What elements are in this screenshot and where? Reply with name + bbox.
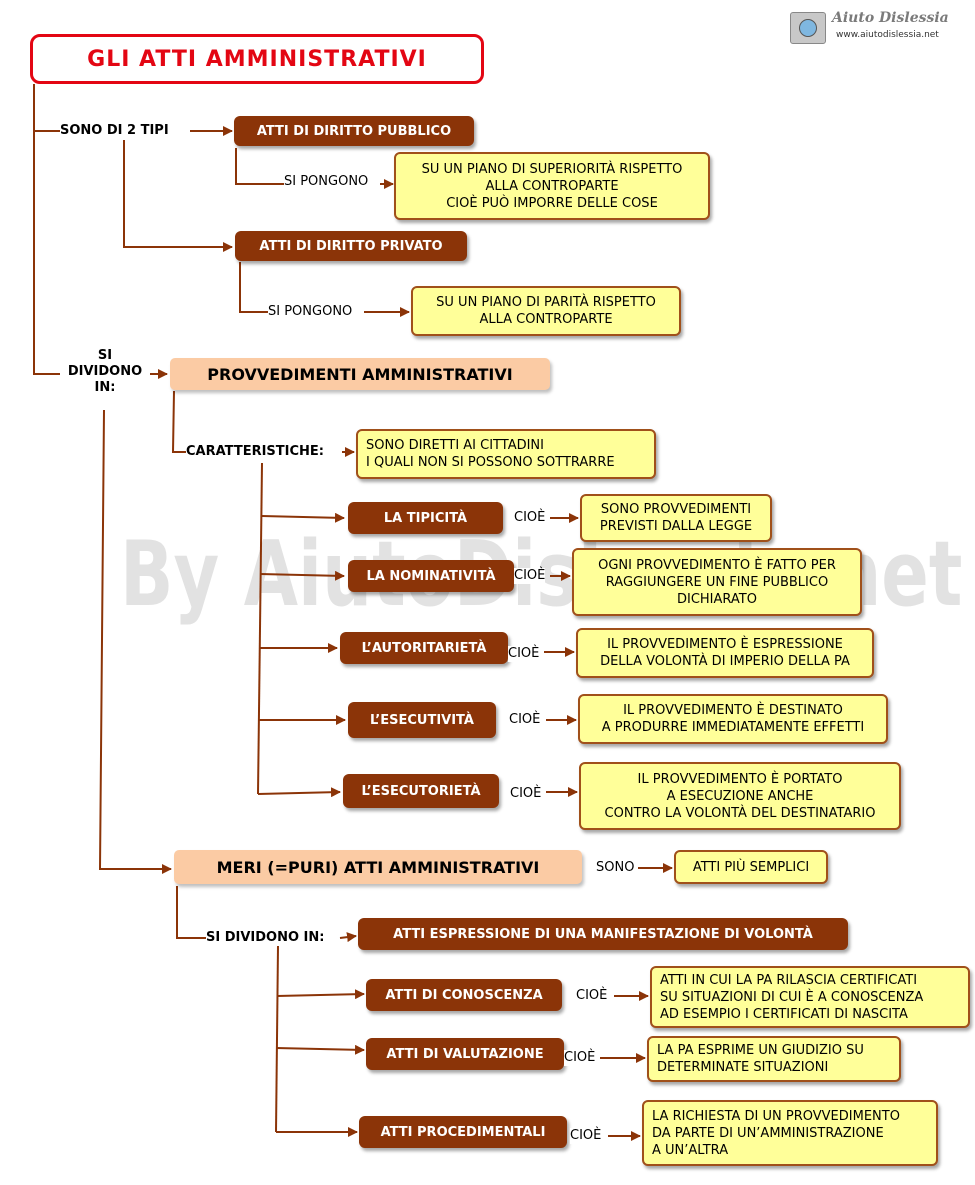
feature-desc-1: SONO PROVVEDIMENTI PREVISTI DALLA LEGGE [580,494,772,542]
connector-public-branch [235,148,284,185]
meri-desc-box: ATTI PIÙ SEMPLICI [674,850,828,884]
logo-url: www.aiutodislessia.net [836,30,939,40]
logo-name: Aiuto Dislessia [832,10,949,26]
public-acts-box: ATTI DI DIRITTO PUBBLICO [234,116,474,146]
meri-atti-box: MERI (=PURI) ATTI AMMINISTRATIVI [174,850,582,884]
feature-item-nominativita: LA NOMINATIVITÀ [348,560,514,592]
public-desc-box: SU UN PIANO DI SUPERIORITÀ RISPETTO ALLA… [394,152,710,220]
connector-to-meri-1 [276,989,365,1000]
book-globe-icon [790,12,826,44]
meri-desc-2: LA PA ESPRIME UN GIUDIZIO SU DETERMINATE… [647,1036,901,1082]
meri-division-label: SI DIVIDONO IN: [206,930,325,946]
meri-item-conoscenza: ATTI DI CONOSCENZA [366,979,562,1011]
connector-to-item-2 [259,570,345,581]
feature-relation-1: CIOÈ [514,510,546,526]
feature-desc-5: IL PROVVEDIMENTO È PORTATO A ESECUZIONE … [579,762,901,830]
feature-relation-5: CIOÈ [510,786,542,802]
private-acts-box: ATTI DI DIRITTO PRIVATO [235,231,467,261]
provvedimenti-box: PROVVEDIMENTI AMMINISTRATIVI [170,358,550,390]
connector-to-item-5 [257,787,341,798]
features-desc-box: SONO DIRETTI AI CITTADINI I QUALI NON SI… [356,429,656,479]
feature-relation-3: CIOÈ [508,646,540,662]
connector-main-trunk [33,84,60,375]
public-relation: SI PONGONO [284,174,369,190]
feature-desc-3: IL PROVVEDIMENTO È ESPRESSIONE DELLA VOL… [576,628,874,678]
meri-desc-3: LA RICHIESTA DI UN PROVVEDIMENTO DA PART… [642,1100,938,1166]
meri-relation-3: CIOÈ [570,1128,602,1144]
feature-relation-4: CIOÈ [509,712,541,728]
meri-item-procedimentali: ATTI PROCEDIMENTALI [359,1116,567,1148]
meri-relation-1: CIOÈ [576,988,608,1004]
connector-to-item-1 [261,512,345,523]
feature-desc-2: OGNI PROVVEDIMENTO È FATTO PER RAGGIUNGE… [572,548,862,616]
feature-item-autoritarieta: L’AUTORITARIETÀ [340,632,508,664]
connector-to-private [123,140,233,252]
meri-relation: SONO [596,860,635,876]
private-relation: SI PONGONO [268,304,353,320]
connector-to-first [339,932,357,943]
feature-item-esecutivita: L’ESECUTIVITÀ [348,702,496,738]
connector-to-meri [98,409,172,874]
connector-features-trunk [257,462,263,795]
features-label: CARATTERISTICHE: [186,444,324,460]
feature-item-tipicita: LA TIPICITÀ [348,502,503,534]
connector-meri-trunk [275,945,279,1133]
meri-first-item: ATTI ESPRESSIONE DI UNA MANIFESTAZIONE D… [358,918,848,950]
connector-private-branch [239,262,268,313]
meri-item-valutazione: ATTI DI VALUTAZIONE [366,1038,564,1070]
types-label: SONO DI 2 TIPI [60,123,169,139]
meri-relation-2: CIOÈ [564,1050,596,1066]
feature-item-esecutorieta: L’ESECUTORIETÀ [343,774,499,808]
page-title: GLI ATTI AMMINISTRATIVI [30,34,484,84]
connector-meri-branch [176,886,206,939]
meri-desc-1: ATTI IN CUI LA PA RILASCIA CERTIFICATI S… [650,966,970,1028]
feature-desc-4: IL PROVVEDIMENTO È DESTINATO A PRODURRE … [578,694,888,744]
private-desc-box: SU UN PIANO DI PARITÀ RISPETTO ALLA CONT… [411,286,681,336]
feature-relation-2: CIOÈ [514,568,546,584]
connector-provv-branch [171,390,186,453]
division-label: SI DIVIDONO IN: [67,348,143,395]
connector-to-meri-2 [275,1044,365,1055]
site-logo: Aiuto Dislessia www.aiutodislessia.net [790,10,950,46]
